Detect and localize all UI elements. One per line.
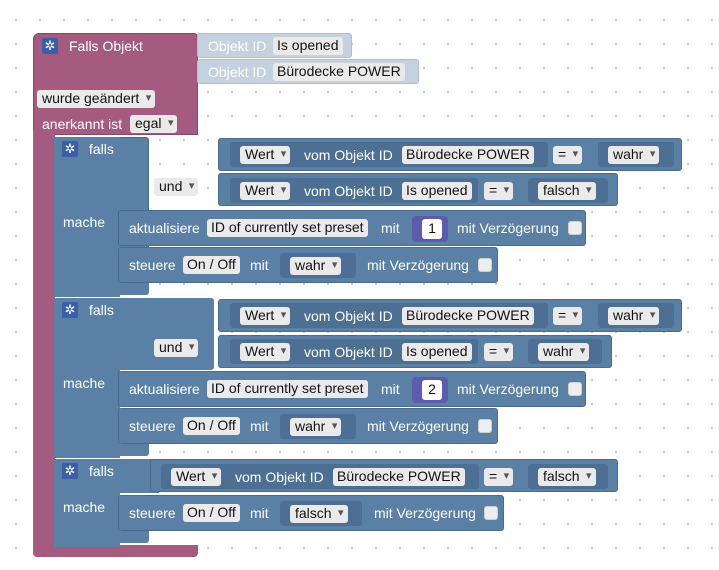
if-spine [54,137,120,297]
preset-field[interactable]: ID of currently set preset [207,219,368,237]
bool-dropdown[interactable]: wahr [290,418,342,436]
object-id-field[interactable]: Is opened [402,182,472,200]
bool-dropdown[interactable]: wahr [608,307,660,325]
und-dropdown[interactable]: und [154,339,199,357]
aktualisiere-label: aktualisiere [129,220,200,236]
object-id-field[interactable]: Bürodecke POWER [402,307,534,325]
wert-dropdown[interactable]: Wert [240,182,291,200]
gear-icon[interactable]: ✲ [62,302,78,318]
ack-label: anerkannt ist [42,116,123,132]
mit-label: mit [250,418,269,434]
mache-label: mache [63,499,106,515]
trigger-bottom [33,545,198,557]
vom-objekt-label: vom Objekt ID [304,147,393,163]
object-id-field[interactable]: Bürodecke POWER [333,468,465,486]
trigger-spine [33,130,55,550]
mache-label: mache [63,214,106,230]
verzoegerung-label: mit Verzögerung [367,257,469,273]
bool-dropdown[interactable]: wahr [608,146,660,164]
falls-label: falls [89,463,114,479]
verzoegerung-label: mit Verzögerung [457,220,559,236]
delay-checkbox[interactable] [478,419,492,433]
falls-label: falls [89,141,114,157]
number-field[interactable]: 1 [422,219,442,239]
delay-checkbox[interactable] [568,221,582,235]
object-id-label: Objekt ID [208,38,267,54]
gear-icon[interactable]: ✲ [62,463,78,479]
mit-label: mit [250,505,269,521]
operator-dropdown[interactable]: = [553,307,583,325]
bool-dropdown[interactable]: falsch [290,505,348,523]
object-id-label: Objekt ID [208,64,267,80]
object-id-field[interactable]: Bürodecke POWER [273,63,405,81]
ack-dropdown[interactable]: egal [130,115,178,133]
verzoegerung-label: mit Verzögerung [457,381,559,397]
operator-dropdown[interactable]: = [484,343,514,361]
onoff-field[interactable]: On / Off [183,417,240,435]
vom-objekt-label: vom Objekt ID [235,469,324,485]
mit-label: mit [381,220,400,236]
vom-objekt-label: vom Objekt ID [304,344,393,360]
object-id-field[interactable]: Is opened [273,37,343,55]
und-dropdown[interactable]: und [154,178,199,196]
if-bottom [54,283,149,295]
steuere-label: steuere [129,418,176,434]
if-bottom [54,531,149,543]
if-header [54,298,214,370]
falls-label: falls [89,302,114,318]
verzoegerung-label: mit Verzögerung [374,505,476,521]
operator-dropdown[interactable]: = [484,182,514,200]
object-id-field[interactable]: Bürodecke POWER [402,146,534,164]
bool-dropdown[interactable]: falsch [538,182,596,200]
vom-objekt-label: vom Objekt ID [304,183,393,199]
preset-field[interactable]: ID of currently set preset [207,380,368,398]
mit-label: mit [381,381,400,397]
update-block[interactable] [118,210,586,246]
delay-checkbox[interactable] [568,382,582,396]
verzoegerung-label: mit Verzögerung [367,418,469,434]
onoff-field[interactable]: On / Off [183,256,240,274]
aktualisiere-label: aktualisiere [129,381,200,397]
gear-icon[interactable]: ✲ [62,141,78,157]
delay-checkbox[interactable] [484,506,498,520]
steuere-label: steuere [129,505,176,521]
onoff-field[interactable]: On / Off [183,504,240,522]
operator-dropdown[interactable]: = [553,146,583,164]
mache-label: mache [63,375,106,391]
wert-dropdown[interactable]: Wert [240,146,291,164]
operator-dropdown[interactable]: = [484,468,514,486]
bool-dropdown[interactable]: wahr [290,257,342,275]
bool-dropdown[interactable]: wahr [538,343,590,361]
wert-dropdown[interactable]: Wert [240,307,291,325]
object-id-field[interactable]: Is opened [402,343,472,361]
change-mode-dropdown[interactable]: wurde geändert [37,90,156,108]
delay-checkbox[interactable] [478,258,492,272]
if-bottom [54,444,149,456]
steuere-label: steuere [129,257,176,273]
bool-dropdown[interactable]: falsch [538,468,596,486]
trigger-title: Falls Objekt [69,38,143,54]
wert-dropdown[interactable]: Wert [171,468,222,486]
wert-dropdown[interactable]: Wert [240,343,291,361]
vom-objekt-label: vom Objekt ID [304,308,393,324]
number-field[interactable]: 2 [422,380,442,400]
mit-label: mit [250,257,269,273]
gear-icon[interactable]: ✲ [42,38,58,54]
